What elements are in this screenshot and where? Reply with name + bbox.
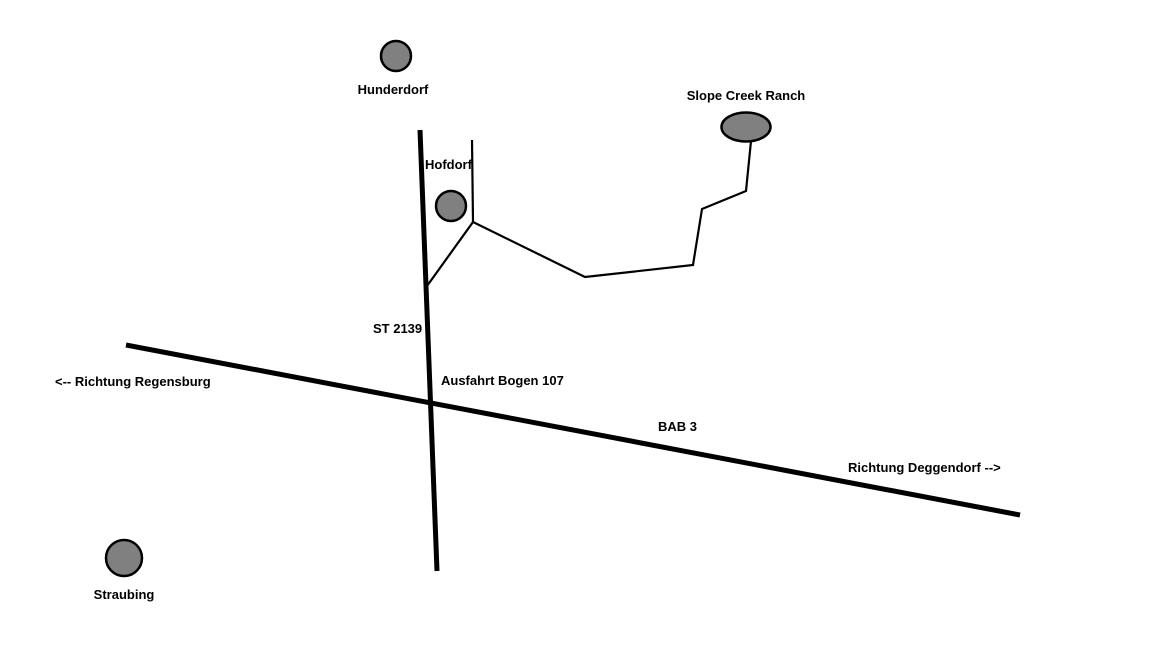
- road-hofdorf-spur: [470, 139, 475, 223]
- road-to-ranch: [472, 140, 753, 279]
- town-marker-straubing: [104, 538, 144, 578]
- label-hunderdorf: Hunderdorf: [358, 82, 429, 97]
- label-bab3: BAB 3: [658, 419, 697, 434]
- label-st2139: ST 2139: [373, 321, 422, 336]
- road-hofdorf-connector: [426, 221, 474, 287]
- label-straubing: Straubing: [94, 587, 155, 602]
- road-st2139: [417, 129, 440, 572]
- road-bab3: [125, 342, 1021, 518]
- label-exit-bogen: Ausfahrt Bogen 107: [441, 373, 564, 388]
- label-direction-regensburg: <-- Richtung Regensburg: [55, 374, 211, 389]
- label-hofdorf: Hofdorf: [425, 157, 473, 172]
- town-marker-hofdorf: [434, 189, 468, 223]
- town-marker-hunderdorf: [379, 39, 413, 73]
- ranch-marker-slope-creek: [720, 111, 772, 143]
- label-slope-creek-ranch: Slope Creek Ranch: [687, 88, 806, 103]
- label-direction-deggendorf: Richtung Deggendorf -->: [848, 460, 1001, 475]
